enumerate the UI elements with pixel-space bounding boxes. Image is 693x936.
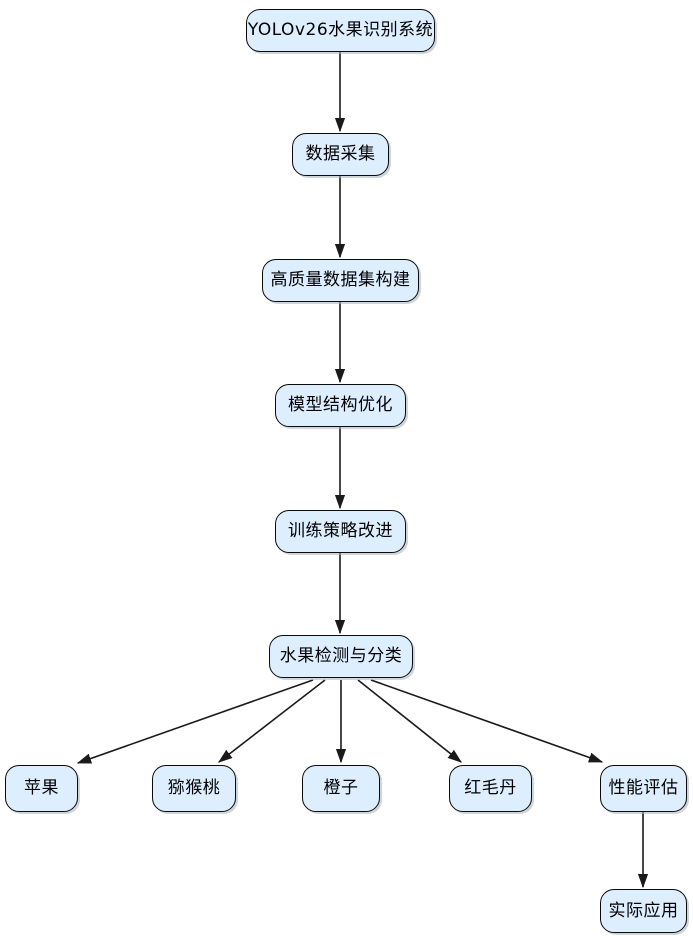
flowchart-node-n0[interactable]: YOLOv26水果识别系统 [246,9,435,52]
flowchart-node-n1[interactable]: 数据采集 [292,133,389,176]
edge-n5-to-n6 [76,679,314,764]
flowchart-node-n10[interactable]: 性能评估 [600,765,687,812]
flowchart-node-n8[interactable]: 橙子 [302,765,380,812]
node-label: 水果检测与分类 [279,646,403,666]
flowchart-node-n9[interactable]: 红毛丹 [449,765,532,812]
edge-n5-to-n7 [217,679,326,763]
flowchart-node-n7[interactable]: 猕猴桃 [152,765,236,812]
node-label: 模型结构优化 [288,395,393,415]
node-label: 性能评估 [608,778,679,798]
node-label: 苹果 [24,778,59,798]
node-label: 数据采集 [305,144,376,164]
node-label: 训练策略改进 [288,521,393,541]
edge-group [76,52,649,889]
node-label: 红毛丹 [464,778,517,798]
flowchart-node-n11[interactable]: 实际应用 [600,889,687,933]
flowchart-node-n5[interactable]: 水果检测与分类 [269,635,413,678]
node-label: YOLOv26水果识别系统 [247,20,434,40]
node-label: 高质量数据集构建 [270,270,411,290]
edge-n5-to-n9 [357,679,463,763]
node-label: 猕猴桃 [167,778,221,798]
flowchart-node-n3[interactable]: 模型结构优化 [275,384,406,427]
flowchart-node-n6[interactable]: 苹果 [5,765,78,812]
node-label: 橙子 [323,778,359,798]
flowchart-node-n4[interactable]: 训练策略改进 [275,510,406,553]
edge-n5-to-n10 [370,679,604,763]
flowchart-node-n2[interactable]: 高质量数据集构建 [262,259,419,302]
node-label: 实际应用 [608,900,679,921]
